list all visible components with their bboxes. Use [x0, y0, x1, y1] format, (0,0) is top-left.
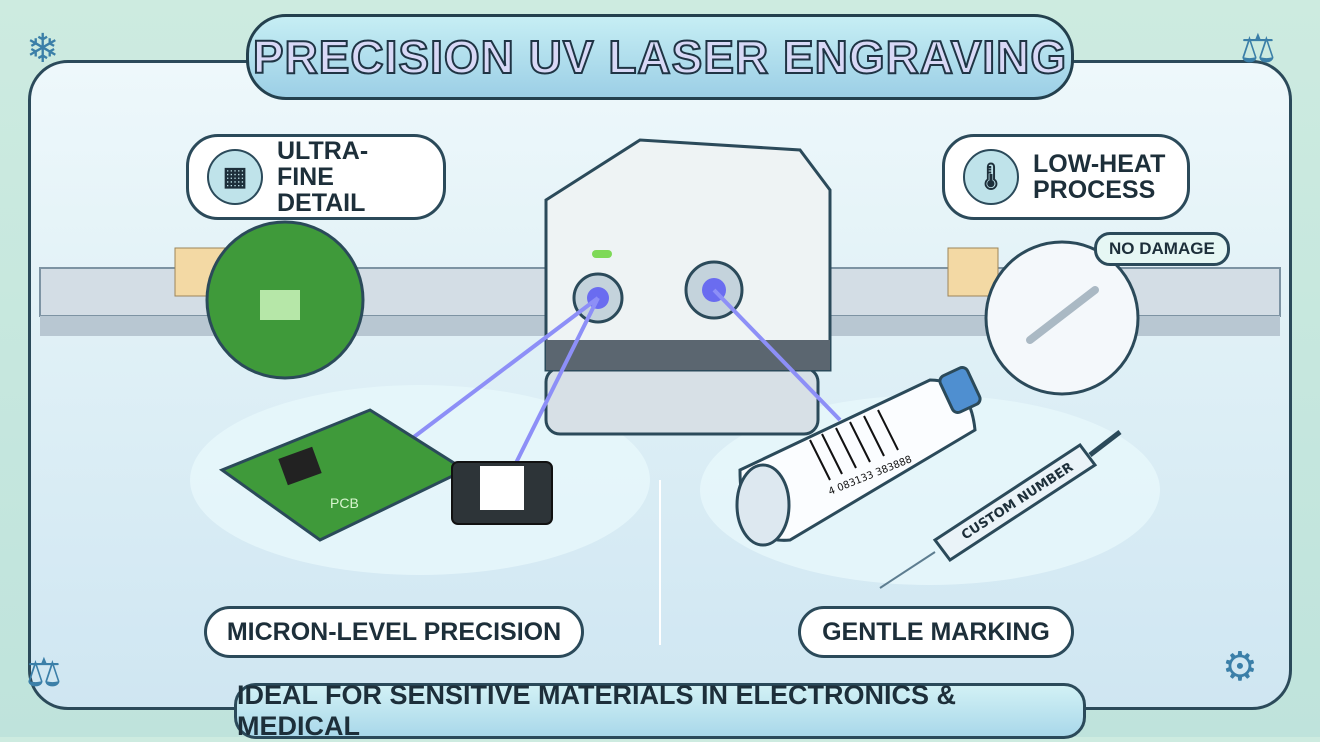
thermometer-icon: 🌡 [963, 149, 1019, 205]
laser-beam [388, 296, 600, 457]
laser-beam [508, 297, 600, 476]
footer-banner: IDEAL FOR SENSITIVE MATERIALS IN ELECTRO… [234, 680, 1086, 741]
caption-gentle-marking: GENTLE MARKING [798, 606, 1074, 658]
circuit-icon: ▦ [207, 149, 263, 205]
laser-beam [712, 288, 842, 422]
scale-icon: ⚖ [26, 650, 62, 696]
page-title: PRECISION UV LASER ENGRAVING [246, 14, 1074, 100]
bottle: 4 083133 383888 [735, 366, 982, 547]
laser-machine [544, 138, 832, 436]
snowflake-icon: ❄ [26, 26, 60, 72]
caption-micron-level-precision: MICRON-LEVEL PRECISION [204, 606, 584, 658]
no-damage-badge: NO DAMAGE [1094, 232, 1230, 266]
callout-line: DETAIL [276, 189, 366, 218]
callout-line: LOW-HEAT [1033, 149, 1166, 178]
box [947, 247, 999, 297]
gears-icon: ⚙ [1222, 644, 1258, 690]
pcb-label: PCB [330, 495, 359, 511]
callout-line: PROCESS [1033, 176, 1156, 204]
scale-icon: ⚖ [1240, 26, 1276, 72]
callout-line: ULTRA-FINE [276, 136, 369, 191]
